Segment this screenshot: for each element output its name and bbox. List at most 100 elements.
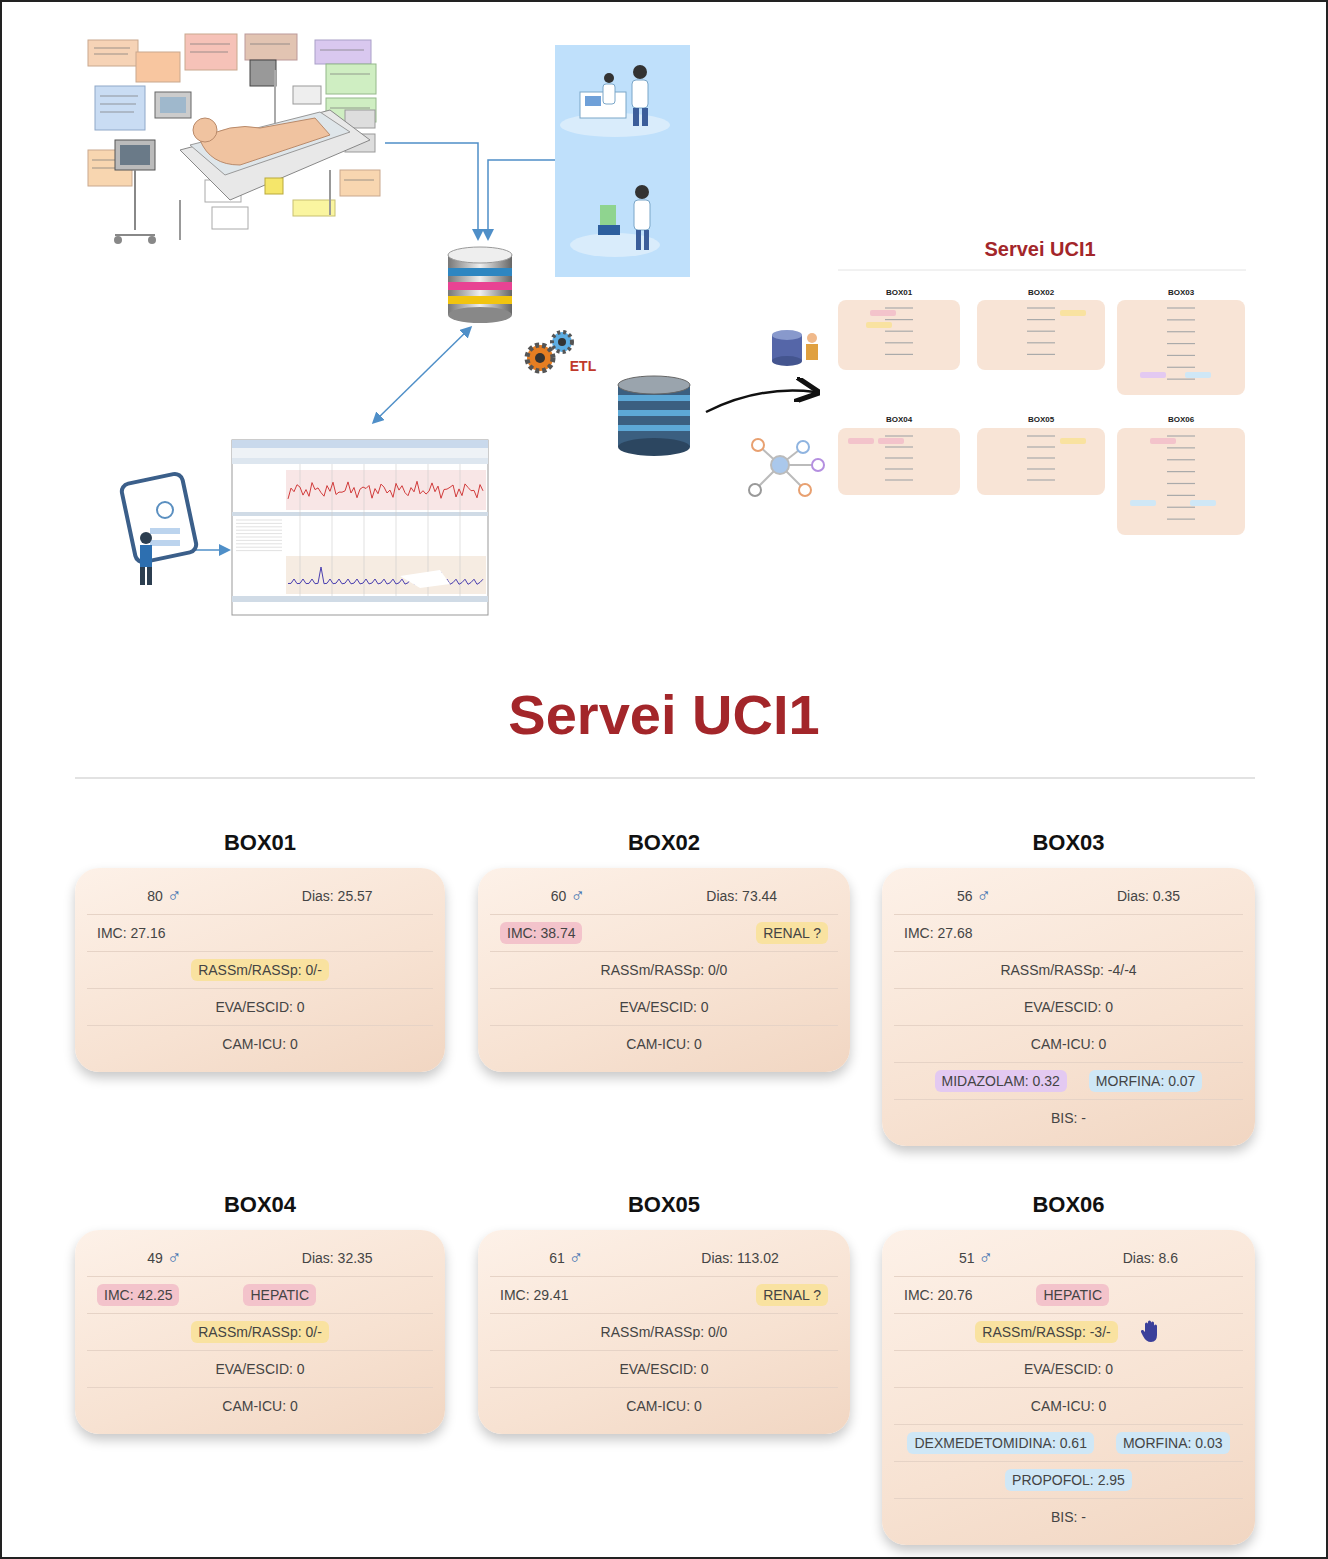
pill-text: MORFINA: 0.07	[1096, 1073, 1196, 1089]
etl-gears	[527, 332, 572, 371]
card-row: BIS: -	[894, 1498, 1243, 1535]
pill-text: PROPOFOL: 2.95	[1012, 1472, 1125, 1488]
stroke	[1167, 435, 1195, 436]
monitoring-screenshot	[232, 440, 488, 615]
sex-symbol: ♂	[167, 1247, 181, 1269]
thumb-pill	[1185, 372, 1211, 378]
card-row: DEXMEDETOMIDINA: 0.61 MORFINA: 0.03	[894, 1424, 1243, 1461]
card-row: CAM-ICU: 0	[87, 1387, 433, 1424]
card-row: CAM-ICU: 0	[894, 1387, 1243, 1424]
card-row: EVA/ESCID: 0	[490, 988, 838, 1025]
box-card: BOX0561♂Dias: 113.02IMC: 29.41RENAL ?RAS…	[478, 1230, 850, 1434]
card-row: RASSm/RASSp: 0/-	[87, 951, 433, 988]
field-text: EVA/ESCID: 0	[1024, 999, 1113, 1015]
stroke	[1027, 468, 1055, 469]
stroke	[236, 530, 282, 531]
box-card: BOX0356♂Dias: 0.35IMC: 27.68RASSm/RASSp:…	[882, 868, 1255, 1146]
thumb-card	[1117, 428, 1245, 535]
stroke	[236, 550, 282, 551]
restraint-icon	[1140, 1320, 1162, 1344]
card-row: MIDAZOLAM: 0.32MORFINA: 0.07	[894, 1062, 1243, 1099]
box-heading: BOX03	[882, 830, 1255, 856]
card-row: CAM-ICU: 0	[490, 1025, 838, 1062]
thumb-box-label: BOX06	[1168, 415, 1194, 424]
database-icon	[448, 247, 512, 323]
field-text: CAM-ICU: 0	[626, 1398, 701, 1414]
card-row: IMC: 38.74RENAL ?	[490, 914, 838, 951]
card-row: 61♂Dias: 113.02	[490, 1240, 838, 1276]
stroke	[885, 354, 913, 355]
field-text: Dias: 25.57	[302, 888, 373, 904]
field-text: IMC: 27.68	[904, 925, 972, 941]
card-row: RASSm/RASSp: 0/-	[87, 1313, 433, 1350]
box-heading: BOX02	[478, 830, 850, 856]
thumb-box-label: BOX02	[1028, 288, 1054, 297]
card-row: 51♂Dias: 8.6	[894, 1240, 1243, 1276]
status-pill: RASSm/RASSp: 0/-	[191, 1321, 329, 1343]
card-row: EVA/ESCID: 0	[894, 1350, 1243, 1387]
status-pill: HEPATIC	[243, 1284, 316, 1306]
age-sex: 49♂	[147, 1247, 181, 1269]
pill-text: RASSm/RASSp: 0/-	[198, 962, 322, 978]
thumb-box-label: BOX01	[886, 288, 912, 297]
stroke	[1167, 307, 1195, 308]
sex-symbol: ♂	[569, 1247, 583, 1269]
card-row: RASSm/RASSp: -3/-	[894, 1313, 1243, 1350]
sex-symbol: ♂	[167, 885, 181, 907]
thumb-pill	[1190, 500, 1216, 506]
pill-text: DEXMEDETOMIDINA: 0.61	[914, 1435, 1086, 1451]
card-row: IMC: 27.68	[894, 914, 1243, 951]
field-text: EVA/ESCID: 0	[619, 999, 708, 1015]
stroke	[1027, 342, 1055, 343]
network-icon	[749, 439, 824, 496]
status-pill: HEPATIC	[1036, 1284, 1109, 1306]
stroke	[460, 464, 461, 596]
icu-illustration	[88, 34, 380, 244]
stroke	[1167, 319, 1195, 320]
hand-shape	[1141, 1321, 1157, 1343]
stroke	[885, 457, 913, 458]
card-row: RASSm/RASSp: 0/0	[490, 1313, 838, 1350]
pill-text: IMC: 42.25	[104, 1287, 172, 1303]
thumb-pill	[1060, 438, 1086, 444]
stroke	[236, 543, 282, 544]
database-icon	[618, 376, 690, 456]
status-pill: RENAL ?	[756, 1284, 828, 1306]
card-row: 80♂Dias: 25.57	[87, 878, 433, 914]
thumb-pill	[1130, 500, 1156, 506]
thumb-card	[838, 428, 960, 495]
card-row: IMC: 29.41RENAL ?	[490, 1276, 838, 1313]
thumb-card	[1117, 300, 1245, 395]
stroke	[1027, 435, 1055, 436]
thumb-card	[977, 428, 1105, 495]
card-row: EVA/ESCID: 0	[87, 1350, 433, 1387]
thumb-pill	[870, 310, 896, 316]
thumb-title: Servei UCI1	[984, 238, 1095, 261]
box-heading: BOX01	[75, 830, 445, 856]
thumb-pill	[1140, 372, 1166, 378]
stroke	[1167, 355, 1195, 356]
card-row: 49♂Dias: 32.35	[87, 1240, 433, 1276]
stroke	[1167, 519, 1195, 520]
field-text: EVA/ESCID: 0	[619, 1361, 708, 1377]
field-text: Dias: 113.02	[701, 1250, 779, 1266]
field-text: RASSm/RASSp: 0/0	[601, 962, 728, 978]
stroke	[885, 331, 913, 332]
card-row: CAM-ICU: 0	[490, 1387, 838, 1424]
stroke	[1027, 331, 1055, 332]
etl-label: ETL	[570, 358, 596, 374]
thumb-card	[977, 300, 1105, 370]
pill-text: RASSm/RASSp: 0/-	[198, 1324, 322, 1340]
stroke	[885, 435, 913, 436]
pill-text: MORFINA: 0.03	[1123, 1435, 1223, 1451]
card-row: EVA/ESCID: 0	[894, 988, 1243, 1025]
box-heading: BOX06	[882, 1192, 1255, 1218]
field-text: Dias: 8.6	[1123, 1250, 1178, 1266]
box-card: BOX0449♂Dias: 32.35IMC: 42.25HEPATICRASS…	[75, 1230, 445, 1434]
field-text: Dias: 73.44	[706, 888, 777, 904]
stroke	[1167, 343, 1195, 344]
stroke	[364, 464, 365, 596]
pill-text: HEPATIC	[250, 1287, 309, 1303]
card-row: IMC: 27.16	[87, 914, 433, 951]
